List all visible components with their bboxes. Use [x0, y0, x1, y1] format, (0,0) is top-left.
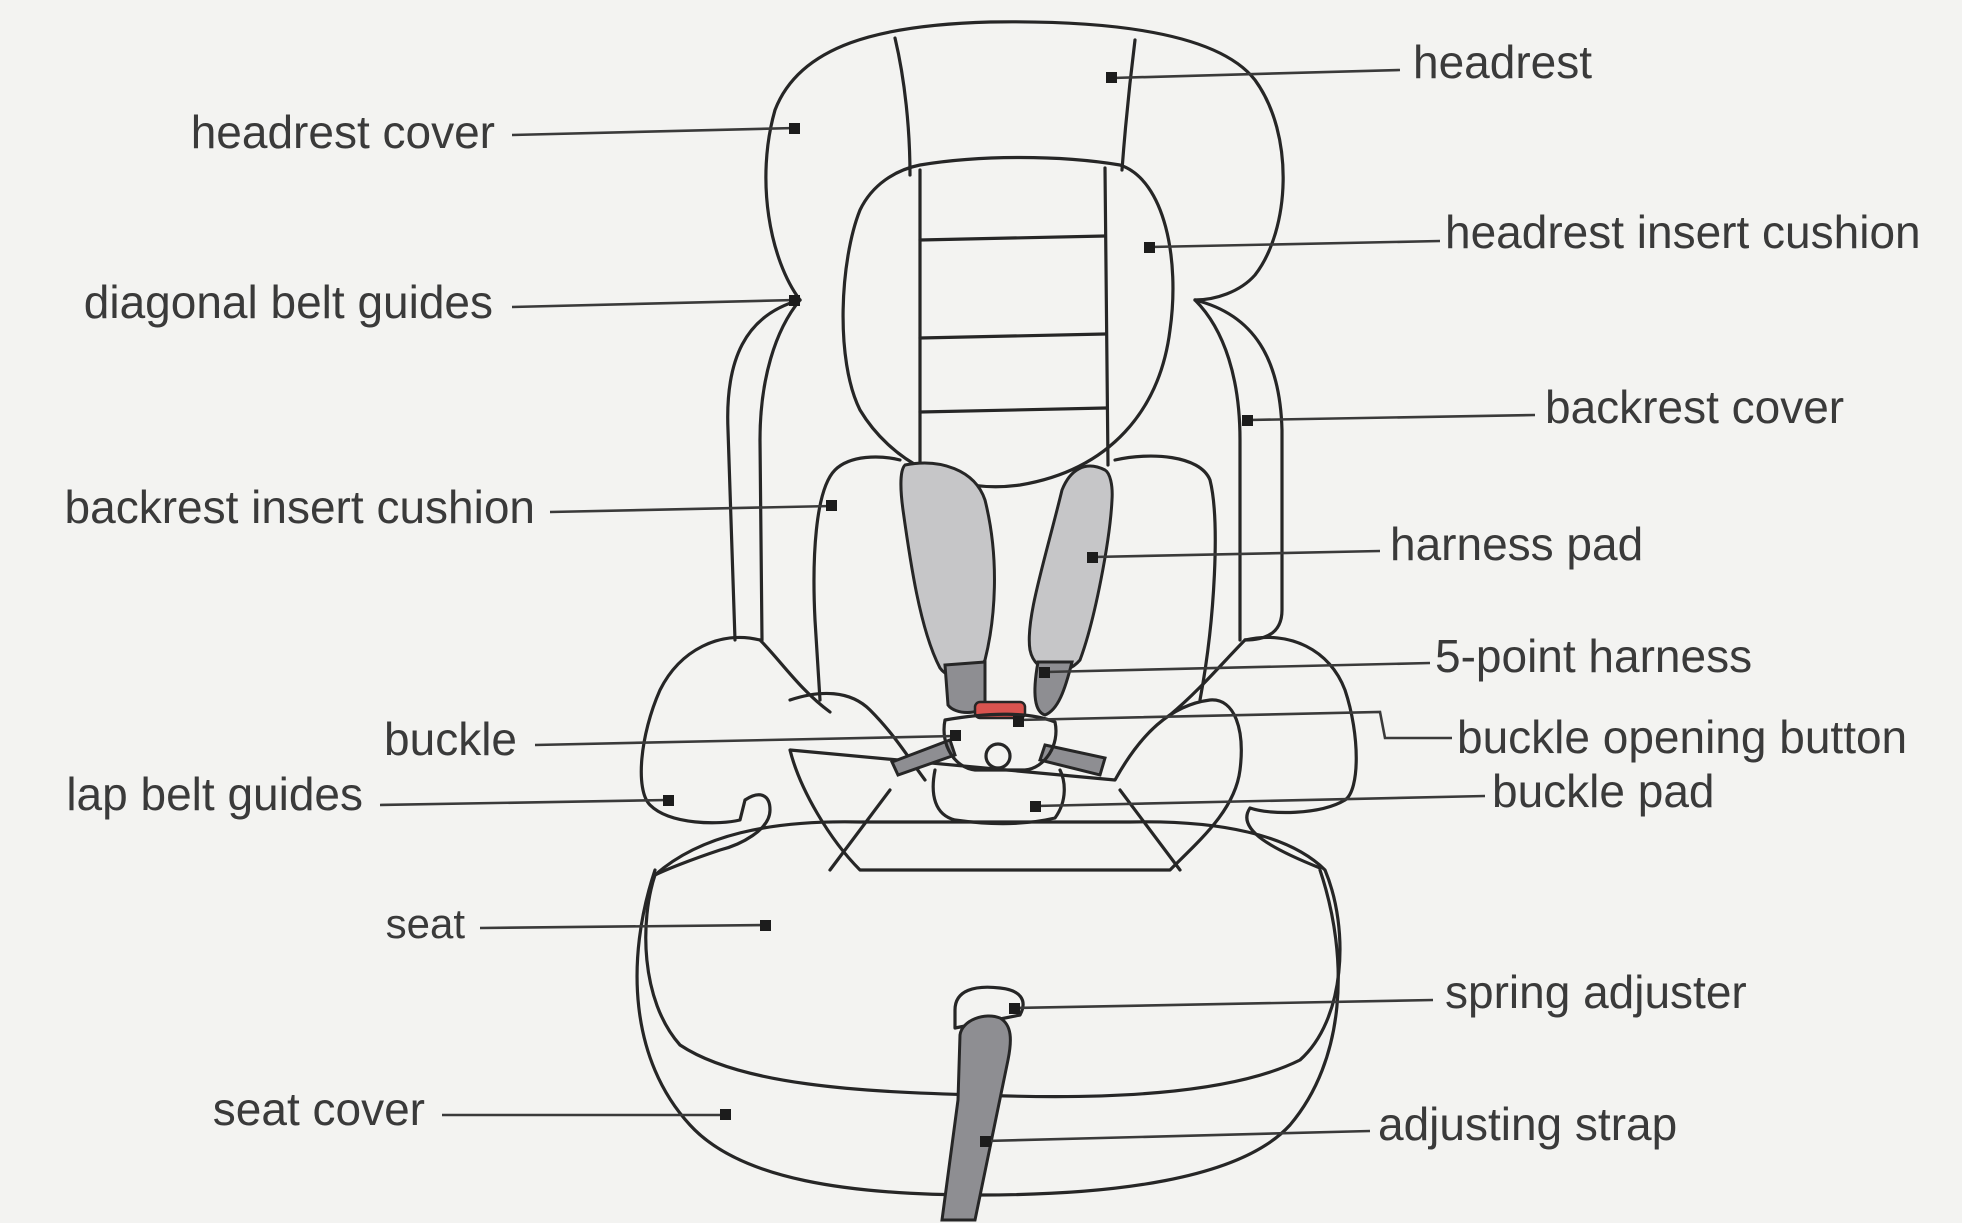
headrest-insert-line-1 — [920, 236, 1105, 240]
leader-backrest-cover — [1248, 415, 1535, 420]
leader-buckle-opening-button — [1018, 712, 1452, 738]
lap-belt-guide-right-shape — [1245, 637, 1356, 868]
buckle-center-hole — [986, 744, 1010, 768]
headrest-insert-cushion-shape — [843, 158, 1173, 487]
dot-headrest-insert-cushion — [1144, 242, 1155, 253]
label-backrest-insert-cushion: backrest insert cushion — [65, 481, 535, 533]
dot-seat — [760, 920, 771, 931]
dot-buckle-opening-button — [1013, 716, 1024, 727]
adjusting-strap-shape — [942, 1016, 1010, 1220]
dot-diagonal-belt-guides — [789, 295, 800, 306]
leader-backrest-insert-cushion — [550, 506, 832, 512]
dot-lap-belt-guides — [663, 795, 674, 806]
dot-backrest-cover — [1242, 415, 1253, 426]
leader-spring-adjuster — [1015, 1000, 1433, 1008]
leader-harness-pad — [1093, 551, 1380, 557]
leader-five-point-harness — [1045, 663, 1430, 672]
buckle-pad-shape — [933, 770, 1064, 824]
label-buckle: buckle — [384, 713, 517, 765]
label-headrest: headrest — [1413, 36, 1592, 88]
headrest-insert-line-3 — [920, 408, 1106, 412]
label-diagonal-belt-guides: diagonal belt guides — [84, 276, 493, 328]
label-spring-adjuster: spring adjuster — [1445, 966, 1747, 1018]
label-harness-pad: harness pad — [1390, 518, 1643, 570]
label-buckle-pad: buckle pad — [1492, 765, 1715, 817]
dot-spring-adjuster — [1009, 1003, 1020, 1014]
harness-pad-left-shape — [901, 463, 995, 677]
headrest-seam-right — [1122, 40, 1135, 170]
label-adjusting-strap: adjusting strap — [1378, 1098, 1677, 1150]
dot-five-point-harness — [1039, 667, 1050, 678]
headrest-seam-left — [895, 38, 910, 175]
lap-belt-guide-left-shape — [641, 637, 770, 875]
buckle-shape — [944, 714, 1056, 770]
dot-adjusting-strap — [980, 1136, 991, 1147]
label-headrest-cover: headrest cover — [191, 106, 495, 158]
label-seat-cover: seat cover — [213, 1083, 425, 1135]
headrest-insert-line-2 — [920, 334, 1105, 338]
backrest-insert-cushion-shape — [814, 456, 1215, 700]
dot-buckle-pad — [1030, 801, 1041, 812]
leader-headrest — [1112, 70, 1400, 78]
dot-headrest-cover — [789, 123, 800, 134]
leader-headrest-cover — [512, 128, 795, 135]
leader-seat — [480, 925, 765, 928]
label-headrest-insert-cushion: headrest insert cushion — [1445, 206, 1921, 258]
label-seat: seat — [386, 900, 466, 947]
leader-lap-belt-guides — [380, 800, 668, 805]
label-five-point-harness: 5-point harness — [1435, 630, 1752, 682]
headrest-cover-shape — [766, 22, 1283, 300]
leader-diagonal-belt-guides — [512, 300, 795, 307]
leader-buckle-pad — [1035, 796, 1485, 806]
label-backrest-cover: backrest cover — [1545, 381, 1844, 433]
lower-cushion-divider-left — [830, 790, 890, 870]
leader-adjusting-strap — [985, 1131, 1370, 1141]
dot-buckle — [950, 730, 961, 741]
car-seat-illustration — [637, 22, 1356, 1220]
label-buckle-opening-button: buckle opening button — [1457, 711, 1907, 763]
dot-harness-pad — [1087, 552, 1098, 563]
dot-seat-cover — [720, 1109, 731, 1120]
leader-headrest-insert-cushion — [1150, 241, 1440, 247]
dot-backrest-insert-cushion — [826, 500, 837, 511]
leader-buckle — [535, 736, 955, 745]
buckle-tongue-right — [1040, 745, 1105, 775]
dot-headrest — [1106, 72, 1117, 83]
backrest-cover-shape — [728, 300, 1282, 640]
backrest-side-left-seam — [760, 300, 800, 640]
label-lap-belt-guides: lap belt guides — [66, 768, 363, 820]
headrest-insert-stripe-right — [1105, 168, 1108, 465]
harness-pad-right-shape — [1029, 466, 1112, 671]
